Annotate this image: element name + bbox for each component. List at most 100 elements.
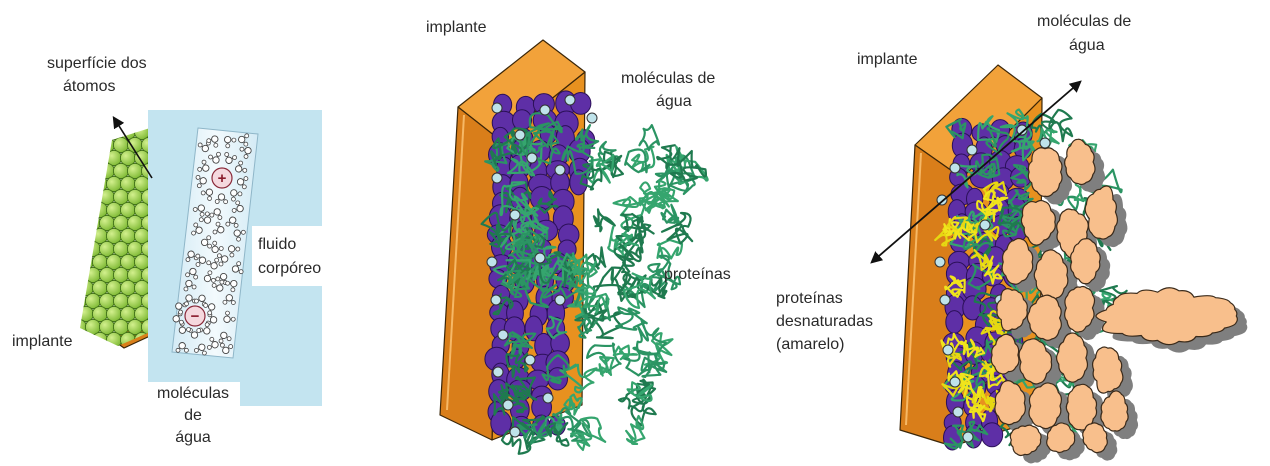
water-molecule-dot [555,295,565,305]
atom-surface-label-line2: átomos [63,78,115,95]
body-fluid-label-line1: fluido [258,236,296,253]
hydrogen-atom [226,222,231,227]
hydrogen-atom [244,176,249,181]
water-molecule-dot [515,130,525,140]
hydrogen-atom [215,199,219,203]
hydrogen-atom [184,348,188,352]
protein-globule [1101,391,1128,431]
water-molecule-dot [535,253,545,263]
water-label-line2: água [1069,37,1105,54]
fluid-label-backdrop [252,226,336,286]
protein-strand [1049,110,1072,141]
oxygen-atom [218,194,225,201]
hydrogen-atom [231,300,235,304]
hydrogen-atom [197,328,201,332]
oxygen-atom [229,217,236,224]
hydrogen-atom [198,143,203,148]
atom-sphere [64,254,79,269]
water-molecule-dot [525,355,535,365]
hydrogen-atom [244,142,248,146]
hydrogen-atom [219,262,224,267]
water-molecule-dot [543,393,553,403]
panel-denatured-proteins: implante moléculas de água proteínas des… [776,13,1247,463]
negative-ion: − [185,306,205,326]
water-molecule-dot [498,330,508,340]
implant-label: implante [426,19,487,36]
oxygen-atom [173,315,180,322]
protein-globule [1083,423,1108,453]
protein-globule [1029,383,1061,429]
protein-strand [616,307,647,329]
panel-protein-adsorption: implante moléculas de água proteínas [426,19,731,454]
water-molecule-dot [503,400,513,410]
denatured-label-line1: proteínas [776,290,843,307]
water-label-line2: de [184,407,202,424]
protein-strand [640,125,659,150]
atom-sphere [64,124,79,139]
water-molecule-dot [940,295,950,305]
denatured-label-line2: desnaturadas [776,313,873,330]
atom-sphere [92,150,107,165]
atom-sphere [92,124,107,139]
body-fluid-label-line2: corpóreo [258,260,321,277]
hydrogen-atom [228,344,233,349]
implant-label: implante [857,51,918,68]
atom-sphere [92,332,107,347]
oxygen-atom [200,177,207,184]
water-label-line2: água [656,93,692,110]
water-molecule-dot [980,220,990,230]
water-molecule-dot [491,295,501,305]
atom-sphere [71,241,86,256]
water-molecule-dot [1040,138,1050,148]
protein-strand [586,247,605,268]
atom-sphere [71,189,86,204]
water-molecule-dot [492,173,502,183]
protein-globule [1085,186,1117,239]
atom-sphere [85,163,100,178]
hydrogen-atom [196,175,201,180]
atom-sphere [71,267,86,282]
atom-sphere [78,176,93,191]
hydrogen-atom [224,200,228,204]
positive-ion-sign: + [218,170,227,187]
water-molecule-dot [935,257,945,267]
water-molecule-dot [527,153,537,163]
oxygen-atom [179,343,185,349]
atom-sphere [78,332,93,347]
water-label-line1: moléculas [157,385,229,402]
atom-sphere [106,332,121,347]
implant-label: implante [12,333,73,350]
water-molecule-dot [587,113,597,123]
water-molecule-dot [963,432,973,442]
atom-sphere [71,319,86,334]
hydrogen-atom [196,254,200,258]
positive-ion: + [212,168,232,188]
oxygen-atom [222,347,229,354]
water-molecule-dot [492,103,502,113]
water-molecule-dot [950,377,960,387]
atom-sphere [78,124,93,139]
protein-strand [592,310,623,338]
hydrogen-atom [217,253,222,258]
negative-ion-sign: − [191,308,200,325]
atom-sphere [64,150,79,165]
water-molecule-dot [943,345,953,355]
oxygen-atom [238,136,245,143]
water-label-line1: moléculas de [621,70,715,87]
protein-globule [1093,347,1123,393]
atom-sphere [71,163,86,178]
atom-sphere [64,228,79,243]
water-label-line3: água [175,429,211,446]
hydrogen-atom [220,343,225,348]
atom-sphere [85,189,100,204]
oxygen-atom [201,239,208,246]
atom-sphere [71,215,86,230]
oxygen-atom [226,294,233,301]
atom-sphere [64,280,79,295]
hydrogen-atom [242,184,247,189]
adsorbed-layer-blob [981,423,1002,447]
atom-sphere [78,202,93,217]
hydrogen-atom [179,320,184,325]
water-molecule-dot [540,105,550,115]
